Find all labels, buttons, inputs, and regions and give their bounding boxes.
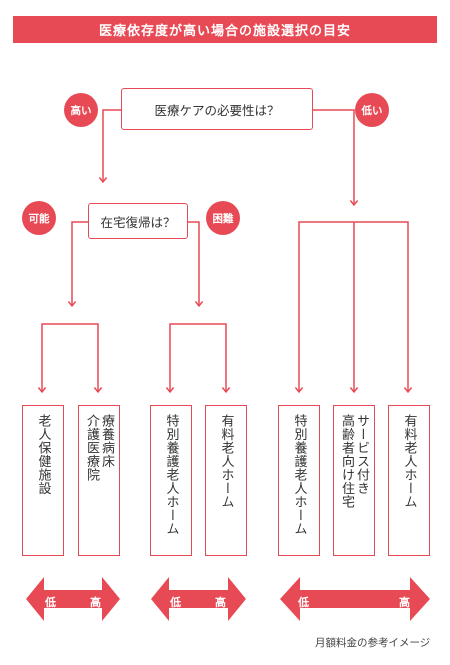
- cost-high-label-1: 高: [90, 596, 101, 609]
- cost-low-label-1: 低: [45, 596, 56, 609]
- question-return-home: 在宅復帰は？: [88, 203, 188, 239]
- facility-geriatric-health: 老人保健施設: [22, 405, 64, 556]
- cost-low-label-3: 低: [298, 596, 309, 609]
- facility-label: 療養病床介護医療院: [84, 414, 114, 542]
- connector-difficult: [188, 221, 204, 308]
- cost-high-label-2: 高: [215, 596, 226, 609]
- facility-private-nursing-home-1: 有料老人ホーム: [205, 405, 247, 556]
- branch-difficult: [169, 323, 227, 388]
- connector-high: [98, 109, 121, 184]
- facility-private-nursing-home-2: 有料老人ホーム: [388, 405, 430, 556]
- facility-label: 特別養護老人ホーム: [291, 414, 307, 536]
- question-medical-care: 医療ケアの必要性は？: [121, 88, 313, 130]
- badge-high: 高い: [64, 93, 98, 127]
- question-medical-care-text: 医療ケアの必要性は？: [154, 102, 280, 118]
- facility-label: サービス付き高齢者向け住宅: [339, 414, 369, 534]
- facility-label: 特別養護老人ホーム: [163, 414, 179, 536]
- facility-label-line: 高齢者向け住宅: [339, 414, 354, 509]
- facility-special-nursing-home-2: 特別養護老人ホーム: [278, 405, 320, 556]
- facility-serviced-elderly-housing: サービス付き高齢者向け住宅: [333, 405, 375, 556]
- connector-possible: [67, 221, 88, 308]
- facility-label-line: サービス付き: [354, 414, 369, 495]
- cost-arrow-2: [151, 577, 246, 621]
- facility-medical-care-beds: 療養病床介護医療院: [78, 405, 120, 556]
- cost-arrow-3: [280, 577, 430, 621]
- facility-label-line: 療養病床: [99, 414, 114, 468]
- footer-note: 月額料金の参考イメージ: [315, 637, 431, 649]
- title-banner: 医療依存度が高い場合の施設選択の目安: [13, 16, 437, 43]
- facility-label: 老人保健施設: [35, 414, 51, 495]
- facility-special-nursing-home-1: 特別養護老人ホーム: [150, 405, 192, 556]
- facility-label: 有料老人ホーム: [401, 414, 417, 509]
- cost-low-label-2: 低: [170, 596, 181, 609]
- question-return-home-text: 在宅復帰は？: [100, 214, 176, 230]
- badge-difficult: 困難: [206, 201, 240, 235]
- cost-arrow-1: [26, 577, 120, 621]
- branch-possible: [41, 323, 99, 388]
- connector-low: [313, 109, 359, 207]
- facility-label-line: 介護医療院: [84, 414, 99, 482]
- badge-low: 低い: [355, 93, 389, 127]
- badge-possible: 可能: [22, 201, 56, 235]
- cost-high-label-3: 高: [399, 596, 410, 609]
- diagram-title: 医療依存度が高い場合の施設選択の目安: [98, 24, 351, 39]
- facility-label: 有料老人ホーム: [218, 414, 234, 509]
